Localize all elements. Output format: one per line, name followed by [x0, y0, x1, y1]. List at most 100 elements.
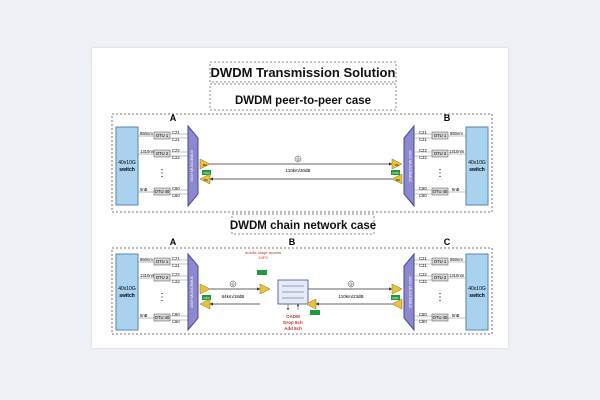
p2p-amp-pa-right: [391, 158, 403, 170]
otu-box: [153, 187, 171, 196]
tx-label: C22: [419, 272, 427, 277]
otu-label: OTU 2: [156, 275, 169, 280]
rx-label: C22: [419, 279, 427, 284]
otu-box: [431, 187, 449, 196]
wavelength-label: 850nm: [450, 131, 463, 136]
chain-heading: DWDM chain network case: [230, 220, 376, 232]
chain-link-ab-label: 64km/18dB: [222, 294, 245, 299]
dwdm-diagram: DWDM Transmission Solution DWDM peer-to-…: [111, 61, 493, 335]
tx-label: C21: [172, 130, 180, 135]
tx-label: C21: [419, 256, 427, 261]
otu-box: [431, 131, 449, 140]
rx-label: C21: [172, 263, 180, 268]
chain-switch-left: [115, 253, 139, 331]
amp-label: PA: [204, 178, 208, 182]
rx-label: C60: [419, 193, 427, 198]
wavelength-label: 1310nm: [449, 273, 465, 278]
chain-switch-right-label-1: 40x10G: [468, 286, 486, 292]
tx-label: C60: [419, 186, 427, 191]
wavelength-label: 5nB: [140, 187, 148, 192]
chain-mux-left-label: 40CH MUX/DEMUX: [190, 275, 194, 308]
chain-section: A B C 40x10G switch 40x10G switch 850nm …: [111, 237, 493, 335]
diagram-frame: DWDM Transmission Solution DWDM peer-to-…: [92, 48, 508, 348]
p2p-heading-frame: [209, 83, 397, 111]
otu-box: [153, 313, 171, 322]
rx-label: C60: [172, 193, 180, 198]
otu-box: [431, 149, 449, 158]
otu-label: OTU 40: [433, 189, 448, 194]
p2p-left-channel-40: 5nB OTU 40 C60 C60: [138, 186, 188, 198]
wavelength-label: 5nB: [140, 313, 148, 318]
chain-amp-pa-left: [199, 298, 211, 310]
p2p-mux-left: [187, 124, 199, 208]
rx-label: C60: [172, 319, 180, 324]
tx-label: C60: [419, 312, 427, 317]
otu-label: OTU 1: [434, 259, 447, 264]
p2p-site-b: B: [444, 113, 451, 123]
chain-left-channel-2: 1310nm OTU 2 C22 C22: [138, 272, 188, 284]
chain-osc-left: [202, 295, 211, 300]
chain-heading-frame: [231, 213, 375, 235]
p2p-heading: DWDM peer-to-peer case: [235, 95, 371, 107]
chain-amp-b-in: [259, 283, 271, 295]
tx-label: C60: [172, 186, 180, 191]
chain-ab-marker: ①: [231, 282, 236, 287]
p2p-amp-ba-left: [199, 158, 211, 170]
wavelength-label: 5nB: [452, 187, 460, 192]
p2p-switch-right: [465, 126, 489, 206]
amp-label: PA: [395, 163, 399, 167]
otu-box: [153, 273, 171, 282]
p2p-mux-left-label: 40CH MUX/DEMUX: [190, 149, 194, 182]
chain-amp-pa-right: [391, 283, 403, 295]
wavelength-label: 850nm: [140, 257, 153, 262]
p2p-switch-left-label-1: 40x10G: [118, 160, 136, 166]
p2p-switch-right-label-2: switch: [469, 167, 485, 173]
mobile-note-1: mobile stage access: [245, 250, 281, 255]
p2p-mux-right-label: 40CH MUX/DEMUX: [408, 150, 412, 183]
chain-osc-right: [391, 295, 400, 300]
otu-label: OTU 2: [434, 151, 447, 156]
p2p-right-channel-40: C60 C60 OTU 40 5nB: [414, 186, 466, 198]
chain-right-channel-1: C21 C21 OTU 1 850nm: [414, 256, 466, 268]
otu-box: [431, 257, 449, 266]
rx-label: C21: [172, 137, 180, 142]
chain-left-channel-40: 5nB OTU 40 C60 C60: [138, 312, 188, 324]
p2p-site-a: A: [170, 113, 177, 123]
otu-label: OTU 1: [156, 259, 169, 264]
p2p-left-channel-2: 1310nm OTU 2 C22 C22: [138, 148, 188, 160]
otu-box: [431, 273, 449, 282]
tx-label: C21: [419, 130, 427, 135]
chain-site-c: C: [444, 237, 451, 247]
chain-right-channel-2: C22 C22 OTU 2 1310nm: [414, 272, 466, 284]
p2p-link-label: 110km/30dB: [286, 168, 311, 173]
p2p-osc-right: [391, 170, 400, 175]
p2p-amp-ba-right: [391, 173, 403, 185]
otu-box: [153, 131, 171, 140]
p2p-span-marker: ②: [296, 157, 301, 162]
tx-label: C22: [172, 272, 180, 277]
otu-box: [153, 149, 171, 158]
p2p-switch-left-label-2: switch: [119, 167, 135, 173]
osc-label: OSC: [203, 296, 210, 300]
wavelength-label: 5nB: [452, 313, 460, 318]
oadm-line-3: Add 8ch: [284, 326, 302, 331]
title-frame: [209, 61, 397, 83]
otu-label: OTU 2: [434, 275, 447, 280]
osc-label: OSC: [392, 296, 399, 300]
chain-osc-b-bottom: [310, 310, 320, 315]
chain-amp-ba-right: [391, 298, 403, 310]
p2p-right-channel-2: C22 C22 OTU 2 1310nm: [414, 148, 466, 160]
chain-switch-right-label-2: switch: [469, 293, 485, 299]
rx-label: C22: [172, 279, 180, 284]
otu-box: [431, 313, 449, 322]
otu-box: [153, 257, 171, 266]
p2p-right-channel-1: C21 C21 OTU 1 850nm: [414, 130, 466, 142]
chain-ab-marker-circle: [229, 280, 237, 288]
p2p-left-dots: ⋮: [157, 168, 167, 179]
tx-label: C21: [172, 256, 180, 261]
chain-site-b: B: [289, 237, 296, 247]
otu-label: OTU 40: [433, 315, 448, 320]
p2p-right-dots: ⋮: [435, 168, 445, 179]
rx-label: C22: [172, 155, 180, 160]
p2p-frame: [111, 113, 493, 213]
